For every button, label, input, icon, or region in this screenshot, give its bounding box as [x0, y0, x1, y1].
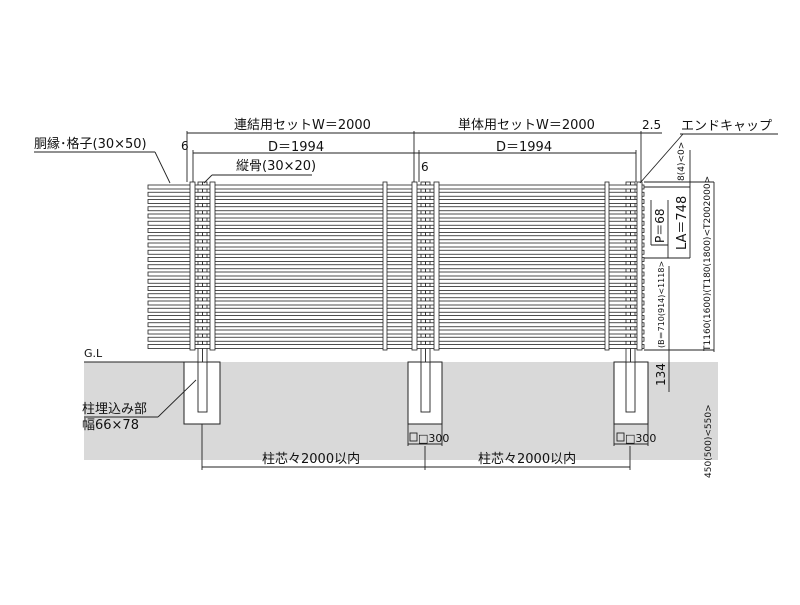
slat [147, 307, 645, 313]
foundation-size-right: □300 [613, 424, 656, 446]
embed-size: 幅66×78 [82, 418, 139, 433]
right-dimensions [644, 150, 715, 392]
slat [147, 213, 645, 219]
slat [147, 329, 645, 335]
foundation-right-label: □300 [625, 432, 656, 445]
foundation-mid [407, 361, 443, 425]
slat [147, 336, 645, 342]
slat [147, 184, 645, 190]
mid-offset-value: 6 [421, 160, 429, 174]
slat [147, 242, 645, 248]
body-height-value: (B＝710(914)<1118> [657, 261, 666, 348]
la-value: LA＝748 [675, 196, 690, 250]
slat [147, 206, 645, 212]
foundation-size-mid: □300 [407, 424, 449, 446]
foundation-mid-label: □300 [418, 432, 449, 445]
top-gap-value: 8(4)<0> [677, 142, 687, 181]
slat [147, 191, 645, 197]
slat [147, 315, 645, 320]
single-set-width: 単体用セットW＝2000 [458, 117, 595, 133]
embed-title: 柱埋込み部 [82, 402, 147, 417]
foundation-right [613, 361, 649, 425]
slat [147, 249, 645, 255]
top-dimensions [186, 131, 662, 182]
slat [147, 271, 645, 277]
end-cap-leader [639, 133, 684, 184]
linked-set-width: 連結用セットW＝2000 [234, 118, 371, 133]
vertical-frames [189, 181, 643, 351]
slat [147, 286, 645, 291]
slat [147, 322, 645, 328]
post-spacing-left: 柱芯々2000以内 [262, 451, 360, 467]
slat [147, 220, 645, 226]
end-cap-label: エンドキャップ [681, 119, 772, 134]
total-height-value: T1160(1600)(T180(1800)<T2002000> [703, 176, 713, 352]
pitch-value: P＝68 [653, 208, 667, 243]
clearance-value: 134 [654, 363, 668, 386]
rail-lattice-label: 胴縁･格子(30×50) [34, 136, 147, 152]
horizontal-slats [147, 184, 645, 349]
slat [147, 264, 645, 270]
slat [147, 293, 645, 299]
ground-line-label: G.L [84, 347, 103, 360]
vertical-frame-label: 縦骨(30×20) [236, 159, 316, 174]
slat [147, 228, 645, 233]
slat [147, 344, 645, 349]
end-offset-value: 2.5 [642, 118, 661, 132]
slat [147, 278, 645, 284]
post-spacing-dimension [201, 424, 631, 470]
depth-value: 450(500)<550> [704, 404, 714, 478]
left-offset-value: 6 [181, 139, 189, 153]
slat [147, 300, 645, 306]
post-spacing-right: 柱芯々2000以内 [478, 451, 576, 467]
slat [147, 235, 645, 241]
d-right-value: D＝1994 [496, 140, 552, 155]
d-left-value: D＝1994 [268, 140, 324, 155]
foundation-left [183, 361, 221, 425]
slat [147, 257, 645, 262]
slat [147, 199, 645, 204]
